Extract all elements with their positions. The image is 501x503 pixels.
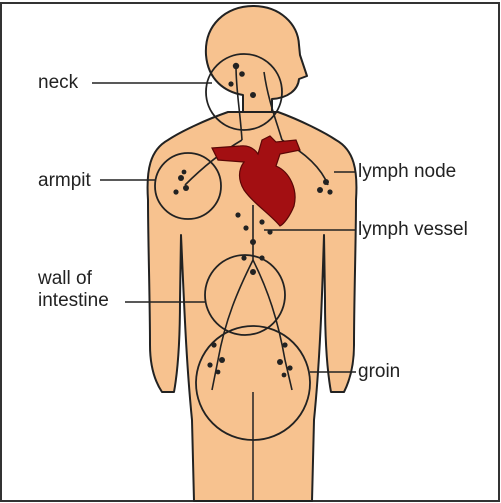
lymph-node-label: lymph node — [358, 161, 456, 182]
groin-label: groin — [358, 361, 400, 382]
neck-label: neck — [38, 72, 78, 93]
wall-of-intestine-label-line2: intestine — [38, 290, 109, 311]
head — [206, 6, 307, 112]
lymph-vessel-label: lymph vessel — [358, 219, 468, 240]
wall-of-intestine-label-line1: wall of — [38, 268, 92, 289]
armpit-label: armpit — [38, 170, 91, 191]
body-figure — [148, 6, 357, 501]
